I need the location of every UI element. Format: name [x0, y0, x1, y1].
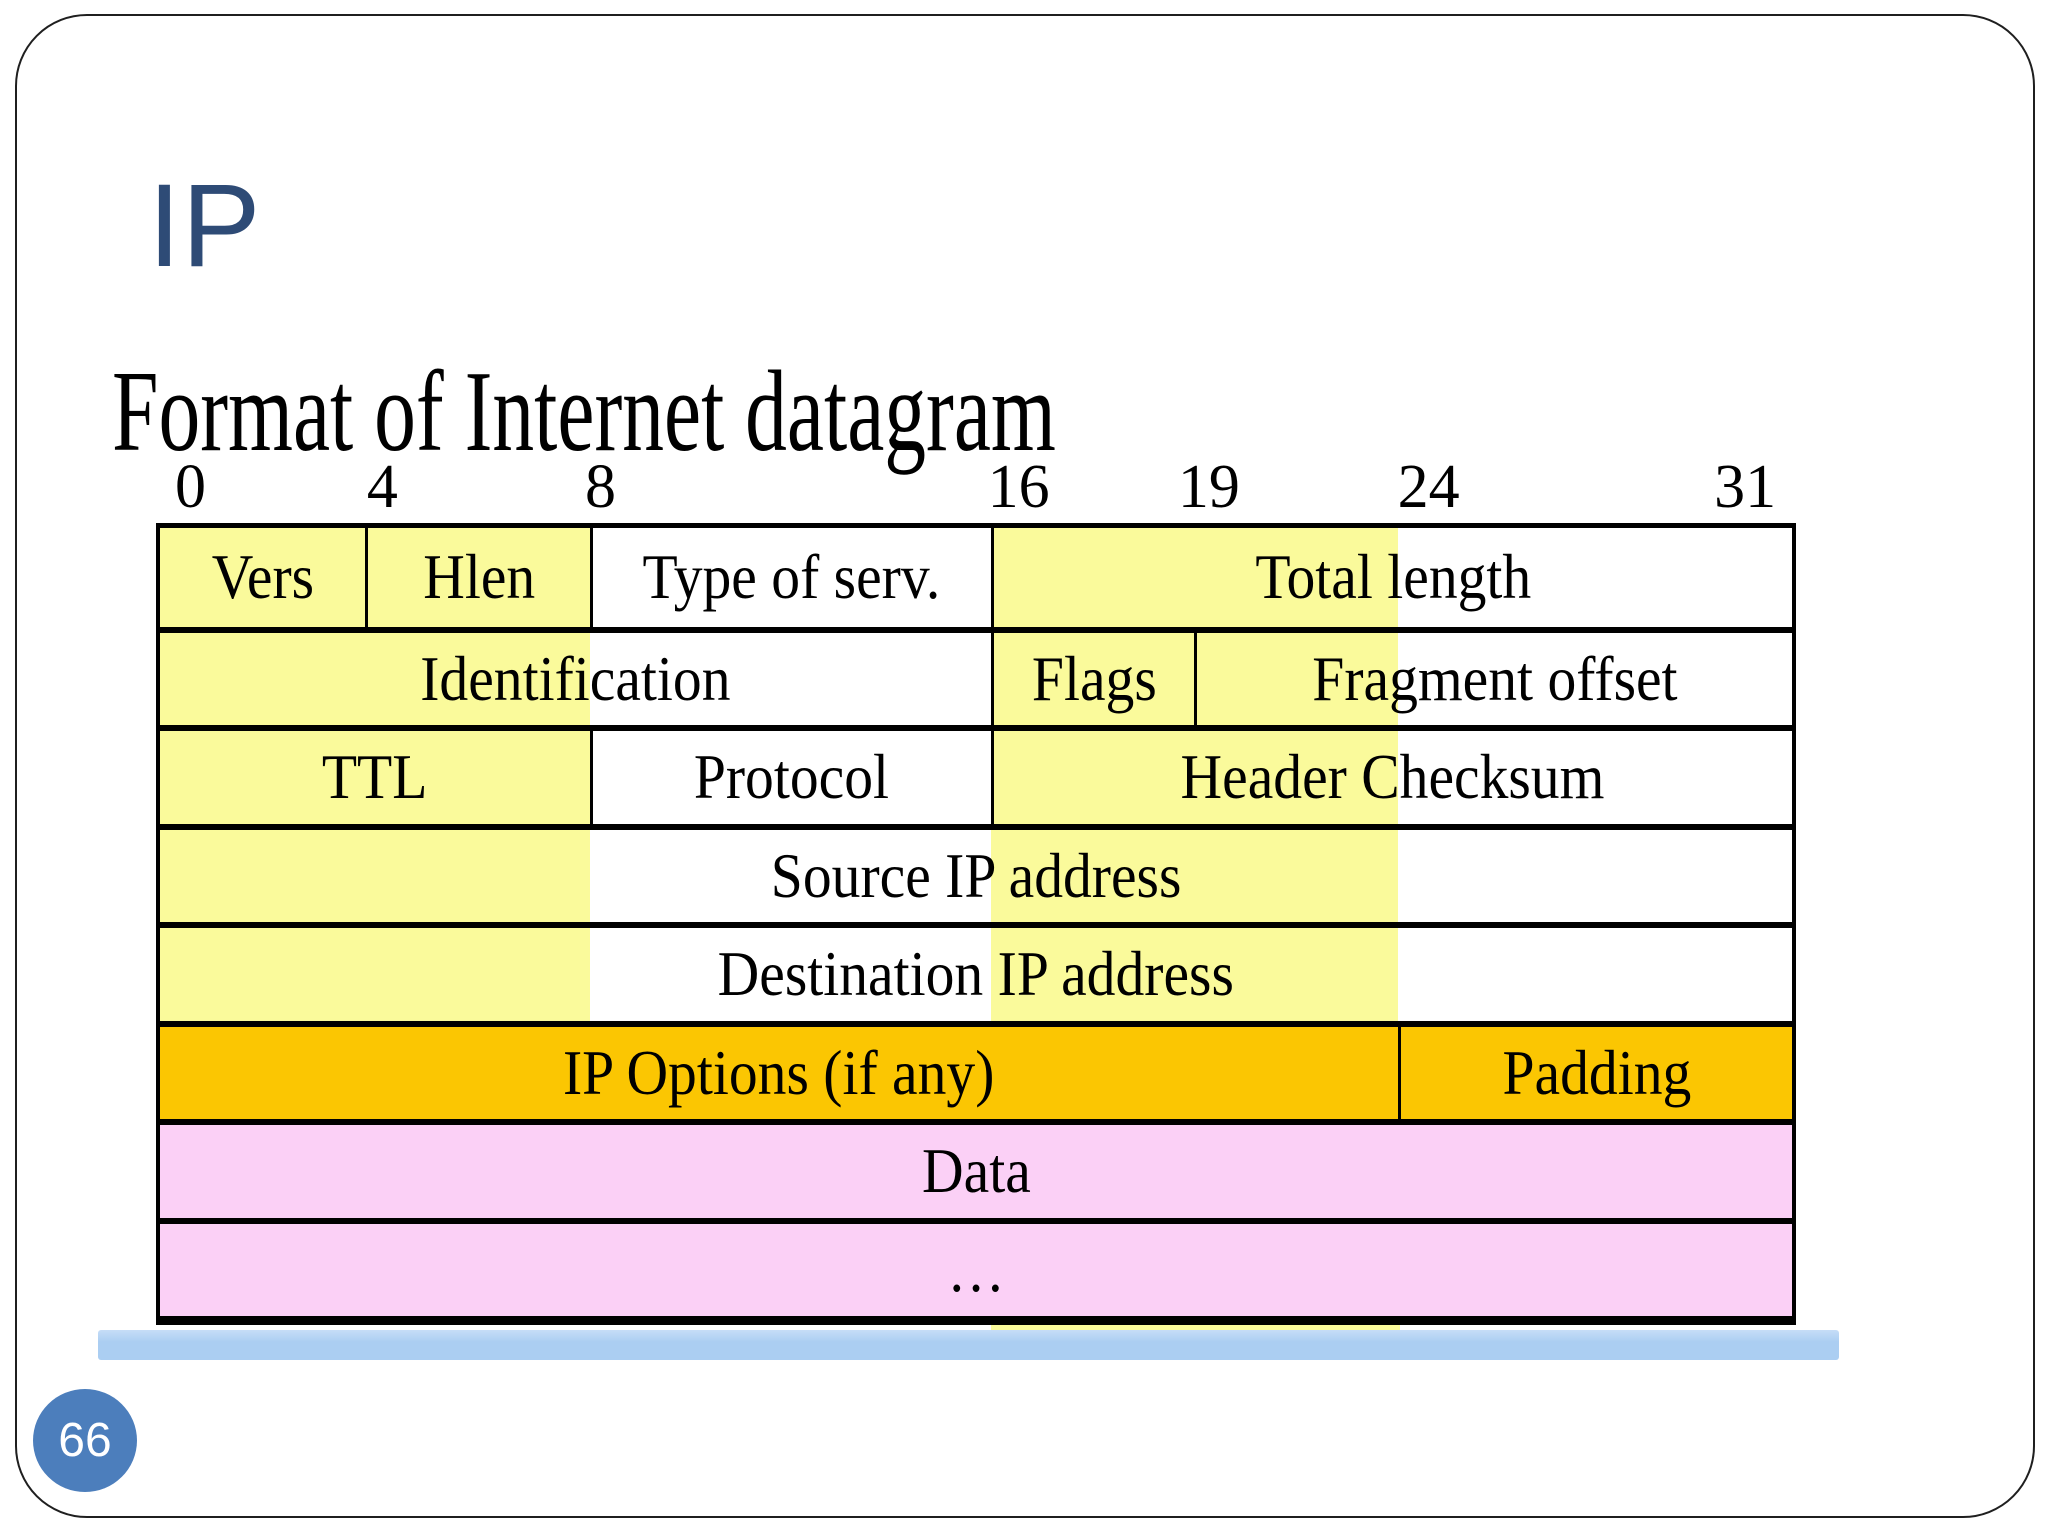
field-source-ip-address: Source IP address: [160, 830, 1792, 923]
diagram-heading: Format of Internet datagram: [112, 348, 1056, 476]
datagram-row-1: Vers Hlen Type of serv. Total length: [160, 528, 1792, 627]
field-label: Padding: [1502, 1036, 1691, 1108]
field-label: Source IP address: [770, 839, 1182, 911]
divider-bar: [98, 1330, 1839, 1360]
bit-tick-31: 31: [1714, 453, 1777, 521]
field-label: Fragment offset: [1311, 642, 1678, 714]
field-flags: Flags: [990, 632, 1194, 725]
field-destination-ip-address: Destination IP address: [160, 928, 1792, 1021]
field-type-of-serv: Type of serv.: [589, 528, 991, 627]
field-vers: Vers: [160, 528, 365, 627]
field-label: TTL: [322, 741, 428, 813]
field-label: Header Checksum: [1180, 741, 1605, 813]
field-hlen: Hlen: [364, 528, 590, 627]
datagram-row-2: Identification Flags Fragment offset: [160, 626, 1792, 726]
field-padding: Padding: [1397, 1026, 1792, 1119]
slide-title: IP: [148, 160, 262, 292]
field-label: Vers: [211, 541, 314, 613]
datagram-row-7: Data: [160, 1119, 1792, 1218]
field-label: Destination IP address: [717, 938, 1235, 1010]
page-number: 66: [58, 1413, 112, 1467]
bit-tick-8: 8: [584, 453, 616, 521]
field-label: Type of serv.: [642, 541, 941, 613]
field-protocol: Protocol: [589, 731, 991, 824]
slide-border: [15, 14, 2035, 1518]
bit-tick-16: 16: [987, 453, 1050, 521]
field-ip-options-if-any: IP Options (if any): [160, 1027, 1398, 1120]
field-label: IP Options (if any): [563, 1036, 995, 1108]
datagram-row-8: …: [160, 1217, 1792, 1317]
field-header-checksum: Header Checksum: [990, 731, 1792, 824]
page-number-badge: 66: [33, 1389, 137, 1492]
field-fragment-offset: Fragment offset: [1193, 632, 1792, 725]
bit-tick-19: 19: [1177, 453, 1240, 521]
datagram-row-5: Destination IP address: [160, 922, 1792, 1021]
field-label: Identification: [420, 642, 731, 714]
bit-tick-4: 4: [366, 453, 398, 521]
field-identification: Identification: [160, 633, 991, 726]
field-data: Data: [160, 1125, 1792, 1218]
field-label: Total length: [1254, 541, 1531, 613]
field-label: Flags: [1031, 642, 1157, 714]
highlight-band-bits-0-8: [160, 528, 590, 1021]
field-label: Hlen: [422, 541, 535, 613]
datagram-row-4: Source IP address: [160, 823, 1792, 923]
field-label: …: [947, 1233, 1005, 1305]
field-label: Protocol: [694, 741, 890, 813]
field-total-length: Total length: [990, 528, 1792, 627]
field-label: Data: [921, 1135, 1031, 1207]
field-ellipsis: …: [160, 1224, 1792, 1317]
bit-tick-24: 24: [1397, 453, 1460, 521]
highlight-band-bits-16-24: [990, 528, 1398, 1021]
datagram-row-3: TTL Protocol Header Checksum: [160, 725, 1792, 824]
bit-ruler: 0 4 8 16 19 24 31: [156, 446, 1796, 518]
field-ttl: TTL: [160, 731, 590, 824]
datagram-row-6: IP Options (if any) Padding: [160, 1020, 1792, 1120]
bit-tick-0: 0: [174, 453, 206, 521]
